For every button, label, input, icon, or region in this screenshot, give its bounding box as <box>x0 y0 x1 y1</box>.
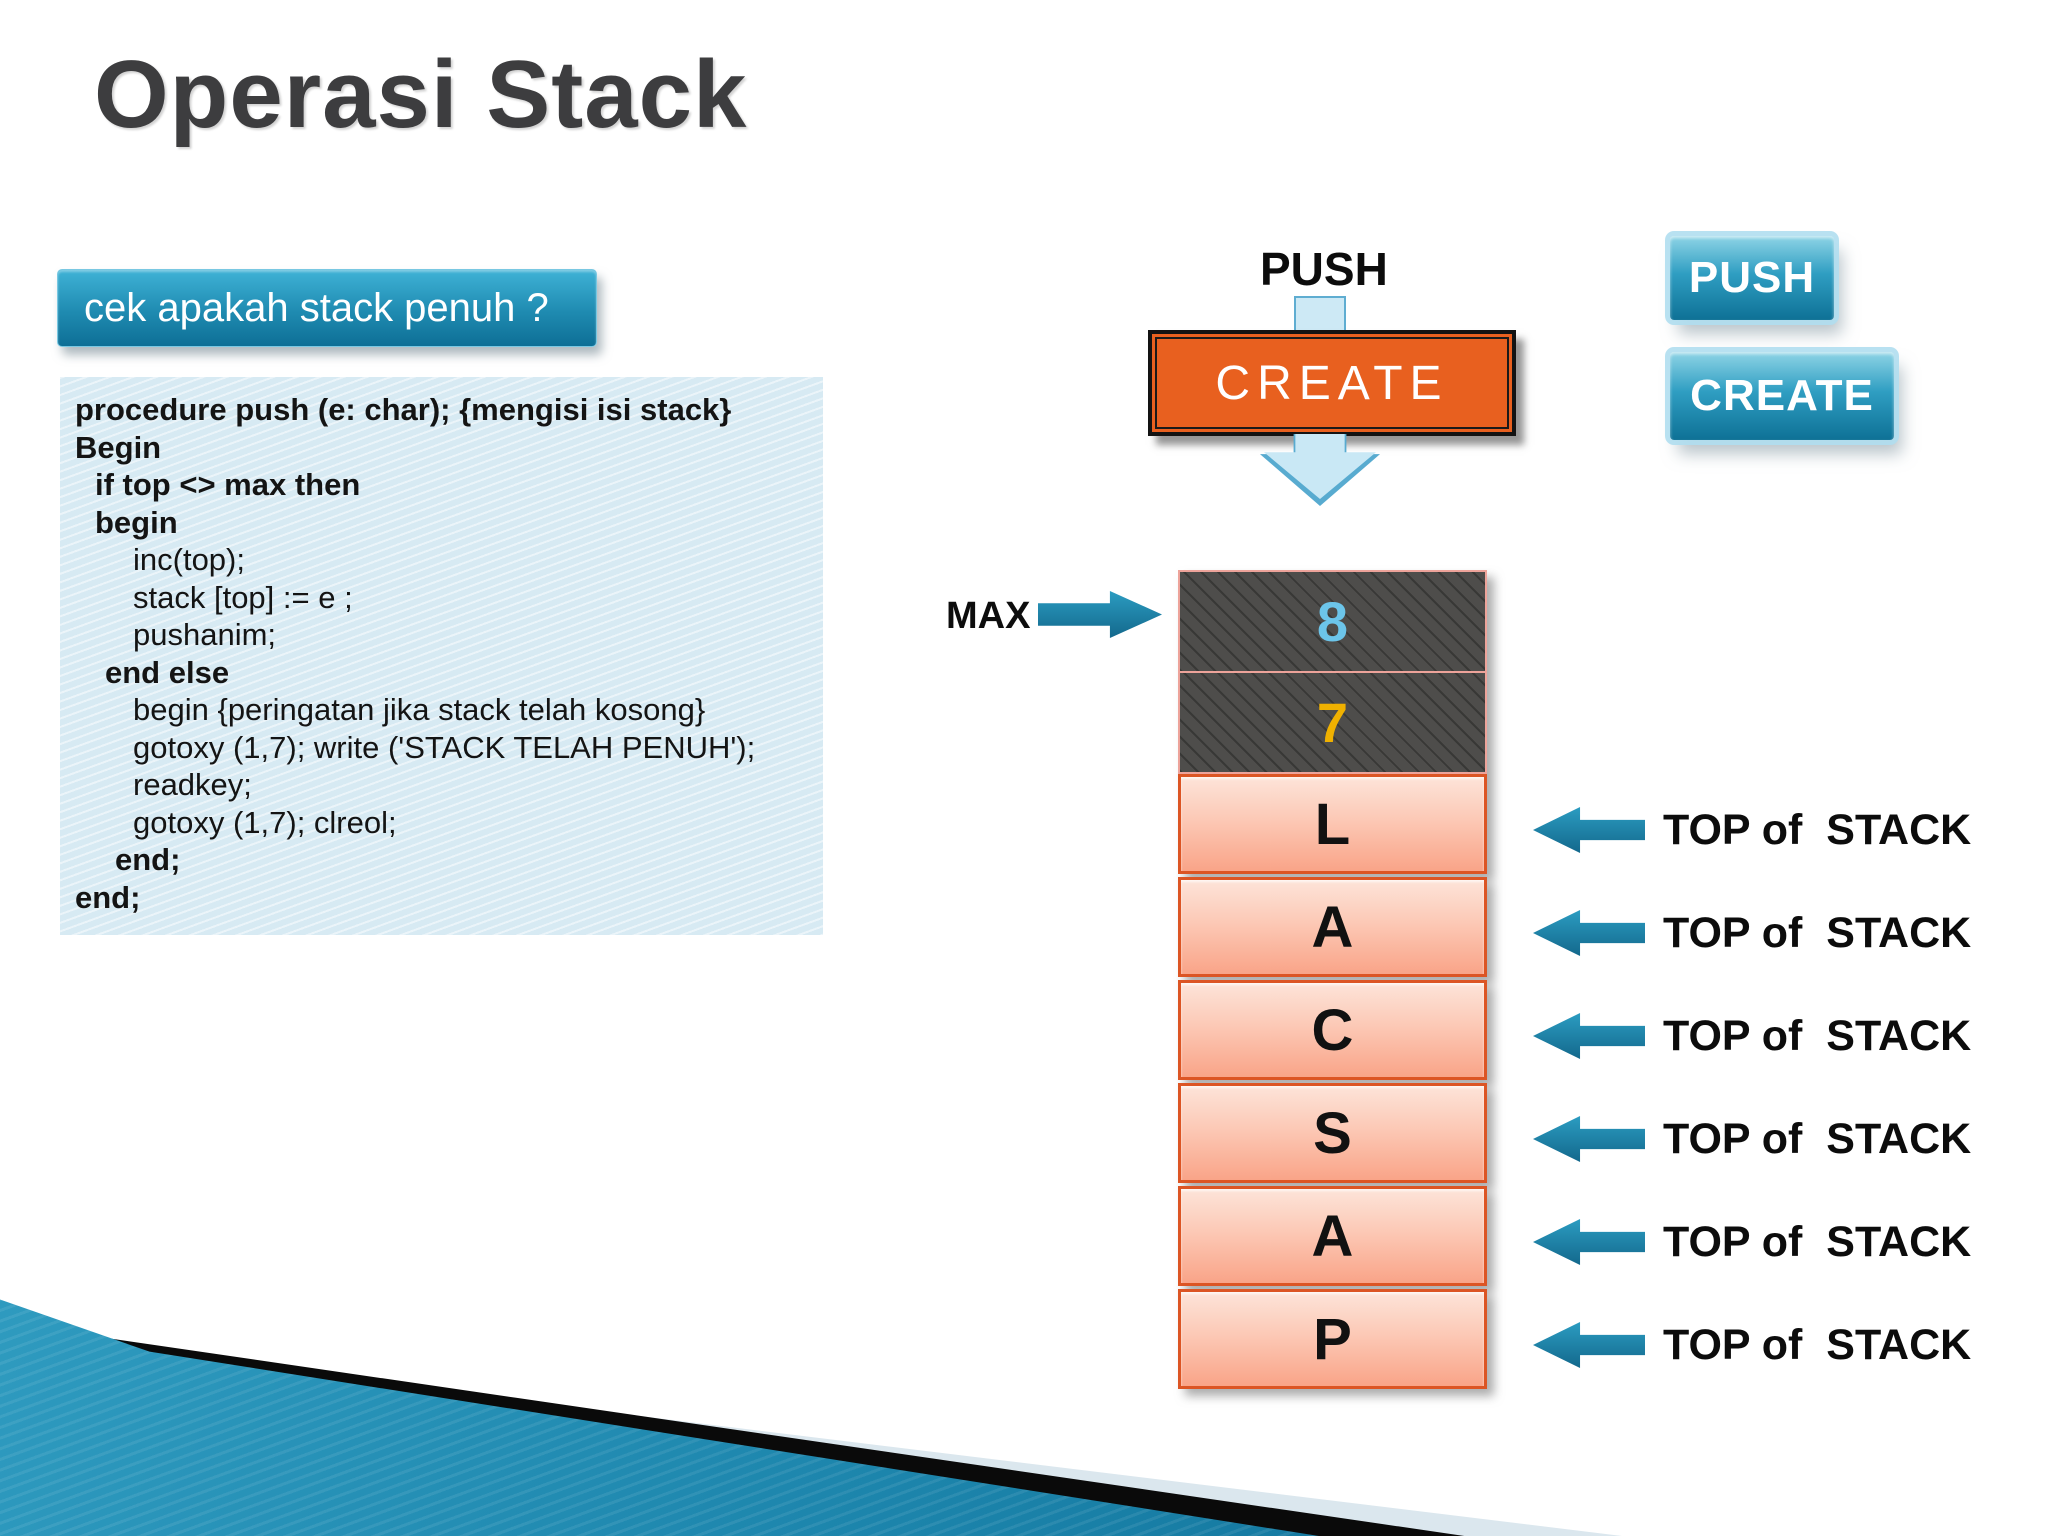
code-line: begin <box>95 504 178 540</box>
code-line: end else <box>105 654 230 690</box>
code-line: end; <box>75 879 141 915</box>
stack-cell-label: A <box>1311 1203 1354 1269</box>
stack-cell-label: P <box>1313 1306 1352 1372</box>
banner-label: cek apakah stack penuh ? <box>84 285 549 330</box>
push-button-label: PUSH <box>1688 253 1816 302</box>
stack-cell-P: P <box>1178 1289 1487 1389</box>
top-of-stack-row: TOP of STACK <box>1533 1217 1971 1267</box>
stack-cell-label: 8 <box>1316 590 1349 653</box>
code-line: gotoxy (1,7); clreol; <box>133 804 397 840</box>
stack-cell-7: 7 <box>1178 671 1487 774</box>
stack-cell-S: S <box>1178 1083 1487 1183</box>
push-button[interactable]: PUSH <box>1670 236 1834 320</box>
create-box-label: CREATE <box>1215 356 1449 410</box>
code-line: pushanim; <box>133 617 277 652</box>
stack-cell-8: 8 <box>1178 570 1487 673</box>
stack-cell-label: A <box>1311 894 1354 960</box>
top-of-stack-row: TOP of STACK <box>1533 1114 1971 1164</box>
top-of-stack-row: TOP of STACK <box>1533 805 1971 855</box>
top-of-stack-label: TOP of STACK <box>1663 1217 1972 1266</box>
code-line: begin {peringatan jika stack telah koson… <box>133 692 706 727</box>
code-line: if top <> max then <box>95 467 361 502</box>
stack-cell-A2: A <box>1178 1186 1487 1286</box>
stack-cell-L: L <box>1178 774 1487 874</box>
code-line: Begin <box>75 429 162 465</box>
code-line: gotoxy (1,7); write ('STACK TELAH PENUH'… <box>133 729 756 765</box>
top-of-stack-row: TOP of STACK <box>1533 908 1971 958</box>
max-arrow-icon <box>1038 591 1162 638</box>
left-arrow-icon <box>1533 1322 1645 1368</box>
code-line: readkey; <box>133 767 252 802</box>
push-arrow-shaft <box>1294 296 1346 334</box>
code-line: end; <box>115 842 181 877</box>
top-of-stack-label: TOP of STACK <box>1663 805 1972 854</box>
stack-cell-label: 7 <box>1316 691 1349 754</box>
top-of-stack-label: TOP of STACK <box>1663 1011 1972 1060</box>
left-arrow-icon <box>1533 807 1645 853</box>
left-arrow-icon <box>1533 1219 1645 1265</box>
left-arrow-icon <box>1533 910 1645 956</box>
code-line: procedure push (e: char); {mengisi isi s… <box>75 392 732 427</box>
left-arrow-icon <box>1533 1116 1645 1162</box>
top-of-stack-row: TOP of STACK <box>1533 1320 1971 1370</box>
left-arrow-icon <box>1533 1013 1645 1059</box>
stack-cell-C: C <box>1178 980 1487 1080</box>
push-flow-label: PUSH <box>1260 243 1388 295</box>
create-box-button[interactable]: CREATE <box>1148 330 1516 436</box>
top-of-stack-label: TOP of STACK <box>1663 1320 1972 1369</box>
code-line: stack [top] := e ; <box>133 579 353 615</box>
stack-cell-label: L <box>1314 791 1351 857</box>
code-block: procedure push (e: char); {mengisi isi s… <box>60 377 823 935</box>
stack-cell-label: C <box>1311 997 1354 1063</box>
page-title: Operasi Stack <box>94 41 748 148</box>
create-button-label: CREATE <box>1690 371 1874 420</box>
top-of-stack-row: TOP of STACK <box>1533 1011 1971 1061</box>
top-of-stack-label: TOP of STACK <box>1663 908 1972 957</box>
stack-cell-A: A <box>1178 877 1487 977</box>
code-line: inc(top); <box>133 542 245 577</box>
top-of-stack-label: TOP of STACK <box>1663 1114 1972 1163</box>
stack-cell-label: S <box>1313 1100 1352 1166</box>
create-button[interactable]: CREATE <box>1670 352 1894 440</box>
stack-column: 8 7 L A C S A P <box>1178 570 1487 1389</box>
max-label: MAX <box>946 595 1031 637</box>
banner-check-stack-full: cek apakah stack penuh ? <box>57 269 597 347</box>
